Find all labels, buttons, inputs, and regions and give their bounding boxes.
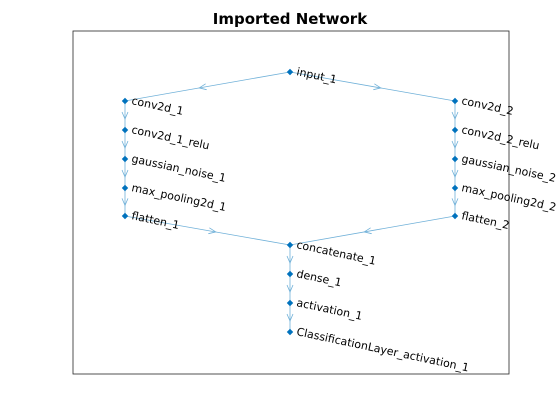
arrowhead-concatenate_1-to-dense_1 xyxy=(286,255,294,264)
arrowhead-max_pooling2d_1-to-flatten_1 xyxy=(121,198,129,207)
axes-box xyxy=(72,30,510,375)
node-marker-gaussian_noise_2[interactable] xyxy=(451,155,459,163)
node-marker-max_pooling2d_1[interactable] xyxy=(121,184,129,192)
node-marker-concatenate_1[interactable] xyxy=(286,241,294,249)
arrowhead-conv2d_1-to-conv2d_1_relu xyxy=(121,111,129,120)
edge-input_1-to-conv2d_2 xyxy=(289,71,456,102)
node-marker-gaussian_noise_1[interactable] xyxy=(121,155,129,163)
edge-flatten_1-to-concatenate_1 xyxy=(124,215,291,246)
node-marker-conv2d_1[interactable] xyxy=(121,97,129,105)
arrows-layer xyxy=(121,83,459,322)
arrowhead-input_1-to-conv2d_2 xyxy=(373,83,382,91)
arrowhead-flatten_1-to-concatenate_1 xyxy=(208,227,217,235)
arrowhead-gaussian_noise_1-to-max_pooling2d_1 xyxy=(121,169,129,178)
edge-input_1-to-conv2d_1 xyxy=(124,71,291,102)
arrowhead-conv2d_2_relu-to-gaussian_noise_2 xyxy=(451,140,459,149)
arrowhead-conv2d_2-to-conv2d_2_relu xyxy=(451,111,459,120)
figure-title: Imported Network xyxy=(213,10,368,28)
arrowhead-flatten_2-to-concatenate_1 xyxy=(363,227,372,235)
arrowhead-dense_1-to-activation_1 xyxy=(286,284,294,293)
node-marker-input_1[interactable] xyxy=(286,68,294,76)
node-marker-flatten_2[interactable] xyxy=(451,212,459,220)
edge-flatten_2-to-concatenate_1 xyxy=(289,215,456,246)
node-marker-dense_1[interactable] xyxy=(286,270,294,278)
arrowhead-activation_1-to-ClassificationLayer_activation_1 xyxy=(286,313,294,322)
node-marker-max_pooling2d_2[interactable] xyxy=(451,184,459,192)
arrowhead-max_pooling2d_2-to-flatten_2 xyxy=(451,198,459,207)
arrowhead-conv2d_1_relu-to-gaussian_noise_1 xyxy=(121,140,129,149)
arrowhead-input_1-to-conv2d_1 xyxy=(198,83,207,91)
node-marker-ClassificationLayer_activation_1[interactable] xyxy=(286,328,294,336)
node-marker-conv2d_2[interactable] xyxy=(451,97,459,105)
arrowhead-gaussian_noise_2-to-max_pooling2d_2 xyxy=(451,169,459,178)
node-marker-flatten_1[interactable] xyxy=(121,212,129,220)
node-marker-conv2d_1_relu[interactable] xyxy=(121,126,129,134)
nodes-layer xyxy=(121,68,459,336)
node-marker-activation_1[interactable] xyxy=(286,299,294,307)
edges-layer xyxy=(124,71,456,332)
node-marker-conv2d_2_relu[interactable] xyxy=(451,126,459,134)
